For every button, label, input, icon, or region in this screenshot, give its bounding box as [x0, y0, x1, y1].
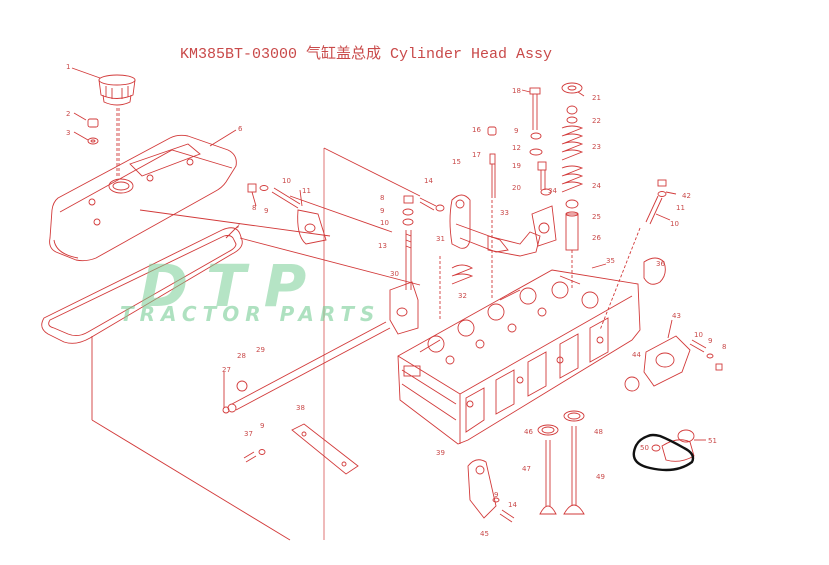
callout: 14: [508, 501, 517, 509]
callout: 16: [472, 126, 481, 134]
callout: 9: [264, 207, 268, 215]
callout: 9: [380, 207, 384, 215]
callout: 43: [672, 312, 681, 320]
callout: 29: [256, 346, 265, 354]
callout: 47: [522, 465, 531, 473]
callout: 8: [252, 204, 256, 212]
callout: 24: [592, 182, 601, 190]
callout: 42: [682, 192, 691, 200]
callout: 30: [390, 270, 399, 278]
callout: 34: [548, 187, 557, 195]
callout: 22: [592, 117, 601, 125]
callout: 23: [592, 143, 601, 151]
callout: 28: [237, 352, 246, 360]
callout: 49: [596, 473, 605, 481]
callout: 44: [632, 351, 641, 359]
callout: 6: [238, 125, 243, 133]
callout: 38: [296, 404, 305, 412]
callout: 10: [670, 220, 679, 228]
callout: 7: [236, 222, 240, 230]
cover-nut-parts: [87, 118, 99, 145]
lifting-bracket-part: [467, 459, 515, 523]
diagram-title: KM385BT-03000 气缸盖总成 Cylinder Head Assy: [180, 46, 553, 63]
lower-bolt-and-gasket-part: [243, 423, 359, 475]
callout: 10: [282, 177, 291, 185]
exhaust-gasket-part: [624, 335, 723, 392]
callout: 17: [472, 151, 481, 159]
callout: 18: [512, 87, 521, 95]
rocker-shaft-part: [222, 321, 391, 414]
callout: 36: [656, 260, 665, 268]
oil-filler-cap-part: [98, 74, 136, 106]
callout: 14: [424, 177, 433, 185]
callout: 51: [708, 437, 717, 445]
callout: 48: [594, 428, 603, 436]
callout: 25: [592, 213, 601, 221]
expansion-plug-part: [643, 257, 666, 285]
callout: 8: [380, 194, 384, 202]
rocker-bracket-part: [531, 205, 557, 247]
cylinder-head-block-part: [397, 269, 641, 445]
callout: 26: [592, 234, 601, 242]
callout: 45: [480, 530, 489, 538]
callout: 46: [524, 428, 533, 436]
callout: 9: [708, 337, 712, 345]
callout: 9: [260, 422, 264, 430]
diagram-linework: [41, 67, 723, 541]
callout: 8: [722, 343, 726, 351]
callout: 27: [222, 366, 231, 374]
right-stud-part: [599, 179, 667, 331]
callout: 20: [512, 184, 521, 192]
callout: 3: [66, 129, 70, 137]
rocker-arm-part: [419, 194, 509, 253]
valve-spring-stack-part: [561, 82, 584, 251]
callout: 1: [66, 63, 70, 71]
rocker-cover-part: [49, 134, 237, 262]
valves-part: [537, 410, 585, 515]
valve-rocker-stack-part: [529, 87, 552, 196]
spring-32-part: [451, 264, 474, 285]
callout: 32: [458, 292, 467, 300]
callout: 35: [606, 257, 615, 265]
callout-labels: 1 2 3 6 7 8 9 10 11 8 9 10 13 14 15 16 1…: [66, 63, 726, 538]
callout: 2: [66, 110, 70, 118]
callout: 37: [244, 430, 253, 438]
callout: 9: [514, 127, 518, 135]
callout: 33: [500, 209, 509, 217]
callout: 13: [378, 242, 387, 250]
callout: 39: [436, 449, 445, 457]
pushrod-part: [487, 126, 497, 198]
callout: 9: [494, 491, 498, 499]
callout: 12: [512, 144, 521, 152]
cover-gasket-part: [41, 227, 243, 344]
rocker-support-bolts-part: [389, 195, 419, 335]
callout: 10: [694, 331, 703, 339]
callout: 15: [452, 158, 461, 166]
callout: 31: [436, 235, 445, 243]
callout: 21: [592, 94, 601, 102]
callout: 10: [380, 219, 389, 227]
callout: 19: [512, 162, 521, 170]
callout: 11: [676, 204, 685, 212]
callout: 50: [640, 444, 649, 452]
left-bolt-group-part: [247, 183, 327, 245]
callout: 11: [302, 187, 311, 195]
hand-drawn-circle-annotation: [632, 433, 695, 472]
